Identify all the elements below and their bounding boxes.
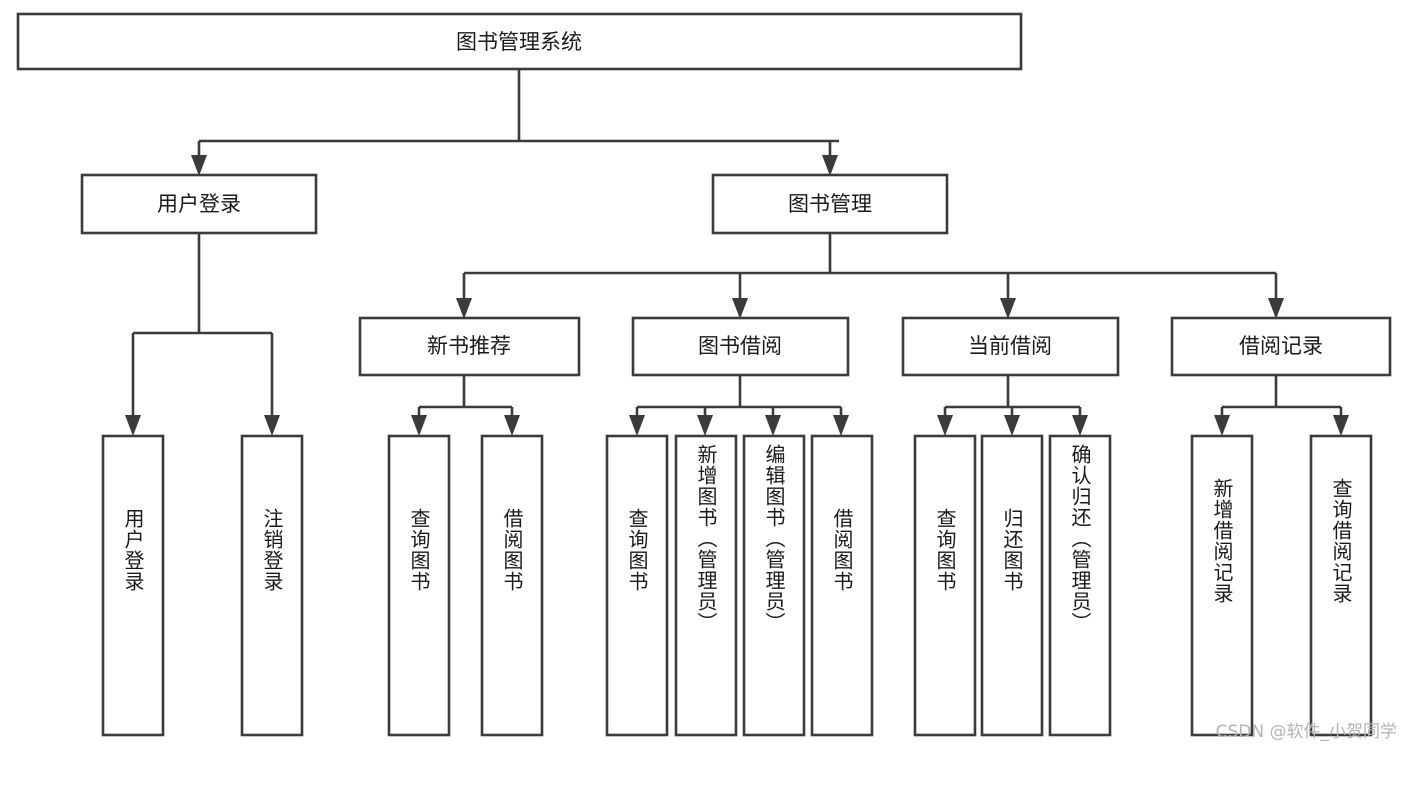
leaf-box-user-login-2[interactable]	[240, 434, 304, 737]
node-user-login-label: 用户登录	[157, 192, 241, 216]
arrowhead-bb-leaf3	[765, 415, 781, 436]
leaf-box-book-borrow-2[interactable]	[674, 434, 738, 737]
node-new-book-recommend-box[interactable]	[358, 316, 581, 377]
leaf-box-borrow-record-2[interactable]	[1309, 434, 1373, 737]
node-current-borrow-box[interactable]	[901, 316, 1120, 377]
node-borrow-record[interactable]: 借阅记录	[1170, 316, 1392, 377]
node-new-book-recommend-label: 新书推荐	[427, 334, 511, 358]
node-book-borrow-label: 图书借阅	[698, 334, 782, 358]
leaf-box-current-borrow-3[interactable]	[1048, 434, 1112, 737]
connector-current-borrow-to-leaves	[937, 375, 1088, 436]
arrowhead-bb-leaf4	[833, 415, 849, 436]
leaf-box-book-borrow-1[interactable]	[605, 434, 669, 737]
arrowhead-user-login	[191, 155, 207, 176]
node-new-book-recommend[interactable]: 新书推荐	[358, 316, 581, 377]
connector-new-book-to-leaves	[411, 375, 520, 436]
arrowhead-borrow-record	[1268, 298, 1284, 319]
node-user-login-box[interactable]	[80, 173, 318, 235]
node-root-label: 图书管理系统	[456, 30, 582, 54]
arrowhead-nb-leaf2	[504, 415, 520, 436]
leaf-box-new-book-1[interactable]	[387, 434, 451, 737]
node-borrow-record-label: 借阅记录	[1239, 334, 1323, 358]
node-book-borrow[interactable]: 图书借阅	[631, 316, 850, 377]
arrowhead-ul-leaf1	[125, 415, 141, 436]
leaf-box-new-book-2[interactable]	[480, 434, 544, 737]
arrowhead-bb-leaf2	[697, 415, 713, 436]
leaf-box-book-borrow-4[interactable]	[810, 434, 874, 737]
arrowhead-current-borrow	[1000, 298, 1016, 319]
tree-diagram-svg: 图书管理系统 用户登录 图书管理 新书推荐 图书借阅 当前借阅 借阅记录	[16, 12, 1392, 737]
leaf-box-current-borrow-1[interactable]	[913, 434, 977, 737]
node-borrow-record-box[interactable]	[1170, 316, 1392, 377]
arrowhead-bb-leaf1	[629, 415, 645, 436]
node-root[interactable]: 图书管理系统	[16, 12, 1023, 71]
arrowhead-cb-leaf2	[1004, 415, 1020, 436]
connector-borrow-record-to-leaves	[1214, 375, 1349, 436]
node-book-manage-box[interactable]	[711, 173, 949, 235]
arrowhead-cb-leaf1	[937, 415, 953, 436]
arrowhead-br-leaf1	[1214, 415, 1230, 436]
connector-book-manage-to-level2	[456, 233, 1284, 319]
leaf-box-user-login-1[interactable]	[101, 434, 165, 737]
connector-root-to-level1	[191, 69, 839, 176]
arrowhead-cb-leaf3	[1072, 415, 1088, 436]
node-book-manage[interactable]: 图书管理	[711, 173, 949, 235]
arrowhead-new-book	[456, 298, 472, 319]
arrowhead-book-manage	[822, 155, 838, 176]
arrowhead-nb-leaf1	[411, 415, 427, 436]
diagram-canvas: 图书管理系统 用户登录 图书管理 新书推荐 图书借阅 当前借阅 借阅记录	[16, 12, 1397, 742]
arrowhead-ul-leaf2	[264, 415, 280, 436]
leaf-box-borrow-record-1[interactable]	[1190, 434, 1254, 737]
node-current-borrow[interactable]: 当前借阅	[901, 316, 1120, 377]
node-book-manage-label: 图书管理	[788, 192, 872, 216]
connector-book-borrow-to-leaves	[629, 375, 849, 436]
arrowhead-book-borrow	[732, 298, 748, 319]
node-current-borrow-label: 当前借阅	[968, 334, 1052, 358]
arrowhead-br-leaf2	[1333, 415, 1349, 436]
leaf-box-current-borrow-2[interactable]	[980, 434, 1044, 737]
node-root-box[interactable]	[16, 12, 1023, 71]
connector-user-login-to-leaves	[125, 233, 280, 436]
node-user-login[interactable]: 用户登录	[80, 173, 318, 235]
leaf-box-book-borrow-3[interactable]	[742, 434, 806, 737]
node-book-borrow-box[interactable]	[631, 316, 850, 377]
